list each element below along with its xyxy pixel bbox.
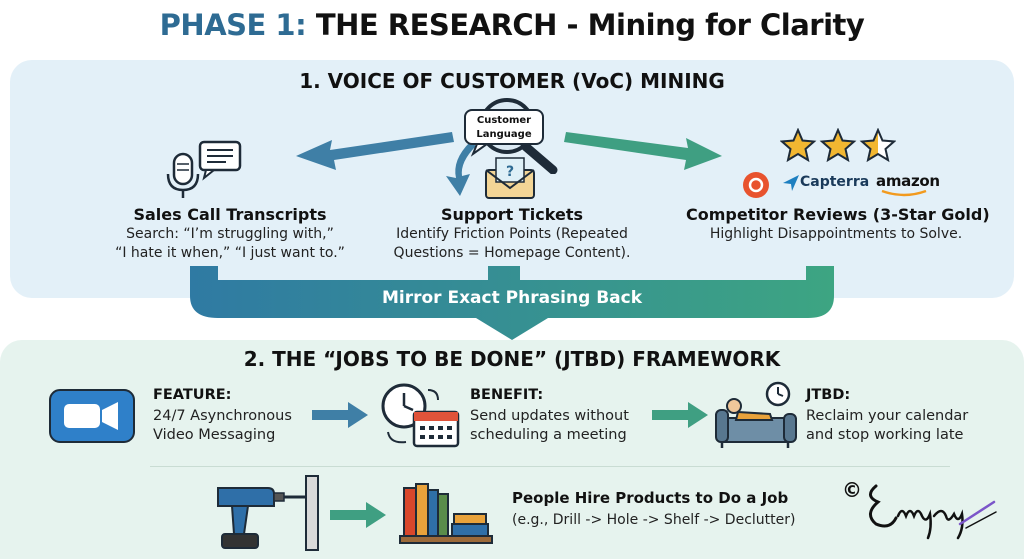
star-rating-icon	[780, 128, 896, 163]
capterra-logo: Capterra	[800, 174, 870, 190]
drill-icon	[217, 475, 319, 551]
feature-desc-1: 24/7 Asynchronous	[153, 408, 292, 424]
sales-desc-2: “I hate it when,” “I just want to.”	[115, 245, 345, 261]
sales-desc-1: Search: “I’m struggling with,”	[126, 226, 334, 242]
relaxing-couch-icon	[715, 381, 797, 448]
principle-example: (e.g., Drill -> Hole -> Shelf -> Declutt…	[512, 512, 796, 528]
signature-logo	[869, 484, 997, 540]
arrow-to-competitor	[564, 132, 722, 170]
capterra-mark-icon	[783, 175, 799, 191]
arrow-benefit-jtbd	[652, 402, 708, 428]
feature-desc-2: Video Messaging	[153, 427, 276, 443]
sales-title: Sales Call Transcripts	[133, 205, 327, 224]
amazon-smile-icon	[881, 189, 927, 197]
arrow-to-support	[446, 142, 476, 196]
jtbd-desc-1: Reclaim your calendar	[806, 408, 969, 424]
svg-text:Customer: Customer	[477, 115, 531, 126]
svg-text:Language: Language	[476, 129, 531, 140]
svg-text:?: ?	[506, 164, 514, 180]
g2-logo	[743, 172, 769, 198]
jtbd-head: JTBD:	[806, 387, 851, 403]
support-desc-2: Questions = Homepage Content).	[393, 245, 631, 261]
funnel-bracket	[190, 266, 834, 340]
funnel-label: Mirror Exact Phrasing Back	[381, 288, 643, 308]
benefit-desc-1: Send updates without	[470, 408, 629, 424]
arrow-drill-shelf	[330, 502, 386, 528]
arrow-to-sales	[296, 132, 454, 170]
clock-calendar-icon	[381, 383, 460, 448]
envelope-icon: ?	[485, 157, 535, 199]
divider	[150, 466, 950, 467]
copyright-symbol: ©	[842, 478, 862, 502]
support-title: Support Tickets	[440, 205, 584, 224]
amazon-logo: amazon	[876, 172, 940, 190]
benefit-desc-2: scheduling a meeting	[470, 427, 627, 443]
page-title: PHASE 1: THE RESEARCH - Mining for Clari…	[0, 8, 1024, 42]
benefit-head: BENEFIT:	[470, 387, 544, 403]
jtbd-panel	[0, 340, 1024, 559]
competitor-title: Competitor Reviews (3-Star Gold)	[686, 205, 990, 224]
voc-heading: 1. VOICE OF CUSTOMER (VoC) MINING	[299, 69, 725, 93]
microphone-chat-icon	[166, 140, 242, 198]
jtbd-heading: 2. THE “JOBS TO BE DONE” (JTBD) FRAMEWOR…	[243, 347, 781, 371]
video-camera-icon	[49, 389, 135, 443]
magnifier-icon: Customer Language	[464, 98, 558, 174]
feature-head: FEATURE:	[153, 387, 232, 403]
competitor-desc: Highlight Disappointments to Solve.	[709, 226, 963, 242]
principle-text: People Hire Products to Do a Job	[512, 489, 789, 507]
phase-label: PHASE 1:	[159, 8, 307, 42]
books-shelf-icon	[399, 483, 493, 544]
jtbd-desc-2: and stop working late	[806, 427, 964, 443]
arrow-feature-benefit	[312, 402, 368, 428]
support-desc-1: Identify Friction Points (Repeated	[396, 226, 628, 242]
title-text: THE RESEARCH - Mining for Clarity	[315, 8, 865, 42]
